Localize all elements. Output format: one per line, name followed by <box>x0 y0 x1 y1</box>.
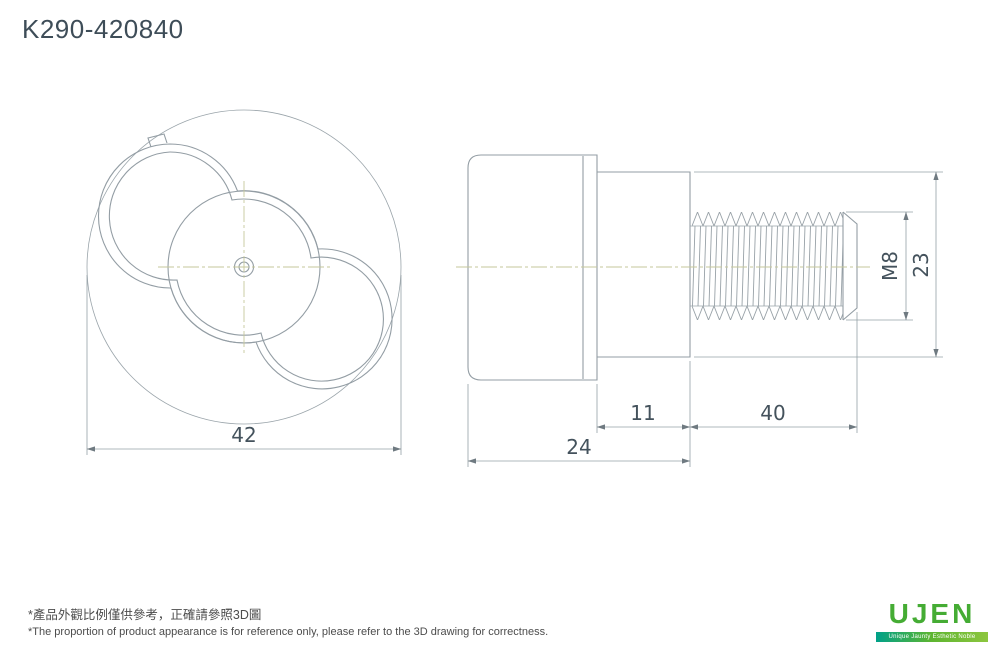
dimension-value: 23 <box>909 252 933 277</box>
dimension-thread-spec-m8: M8 <box>846 211 913 321</box>
dimension-body-24: 24 <box>467 361 691 467</box>
neck-outline <box>597 171 691 358</box>
footnote-english: *The proportion of product appearance is… <box>28 626 549 638</box>
knob-inner-outline <box>108 151 384 382</box>
thread-end-chamfer <box>842 211 858 321</box>
dimension-value: M8 <box>878 251 902 281</box>
dimension-diameter-23: 23 <box>694 171 943 358</box>
center-marks <box>158 181 330 353</box>
dimension-value: 24 <box>566 435 591 459</box>
thread-teeth <box>692 212 843 320</box>
knob-body-outline <box>467 154 598 381</box>
dimension-value: 11 <box>630 401 655 425</box>
dimension-thread-40: 40 <box>689 312 858 433</box>
logo-tagline-bar: Unique Jaunty Esthetic Noble <box>876 631 988 642</box>
dimension-neck-11: 11 <box>596 384 691 433</box>
part-number: K290-420840 <box>22 14 184 44</box>
dimension-width-42: 42 <box>86 275 402 455</box>
thread-section <box>690 211 858 321</box>
knob-outer-outline <box>97 143 393 390</box>
construction-circle <box>86 109 402 425</box>
footnote-chinese: *產品外觀比例僅供參考，正確請參照3D圖 <box>28 608 262 622</box>
front-view: 42 <box>86 109 402 455</box>
side-view: 11 40 24 M8 <box>456 154 943 467</box>
dimension-value: 42 <box>231 423 256 447</box>
footnotes: *產品外觀比例僅供參考，正確請參照3D圖 *The proportion of … <box>28 604 548 638</box>
dimension-value: 40 <box>760 401 785 425</box>
knob-top-tab <box>147 133 168 148</box>
ujen-logo: UJEN Unique Jaunty Esthetic Noble <box>876 598 988 642</box>
logo-wordmark: UJEN <box>888 598 976 629</box>
